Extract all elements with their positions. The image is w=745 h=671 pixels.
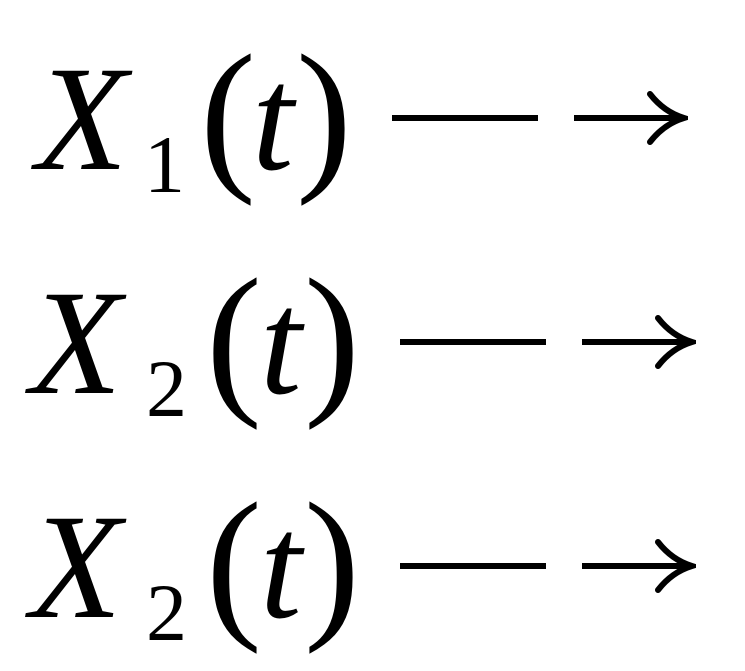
time-variable: t <box>260 260 302 426</box>
open-paren: ( <box>200 21 256 207</box>
signal-symbol: X <box>36 36 128 202</box>
close-paren: ) <box>304 469 360 655</box>
close-paren: ) <box>304 245 360 431</box>
long-right-arrow-icon <box>400 539 696 593</box>
open-paren: ( <box>206 469 262 655</box>
close-paren: ) <box>296 21 352 207</box>
signal-symbol: X <box>30 260 122 426</box>
equation-row-1: X 1 ( t ) <box>0 0 745 220</box>
long-right-arrow-icon <box>392 91 688 145</box>
equation-row-3: X 2 ( t ) <box>0 448 745 668</box>
open-paren: ( <box>206 245 262 431</box>
signal-subscript: 2 <box>146 567 187 658</box>
time-variable: t <box>252 36 294 202</box>
long-right-arrow-icon <box>400 315 696 369</box>
signal-symbol: X <box>30 484 122 650</box>
signal-subscript: 1 <box>144 119 185 210</box>
equation-row-2: X 2 ( t ) <box>0 224 745 444</box>
signal-subscript: 2 <box>146 343 187 434</box>
time-variable: t <box>260 484 302 650</box>
